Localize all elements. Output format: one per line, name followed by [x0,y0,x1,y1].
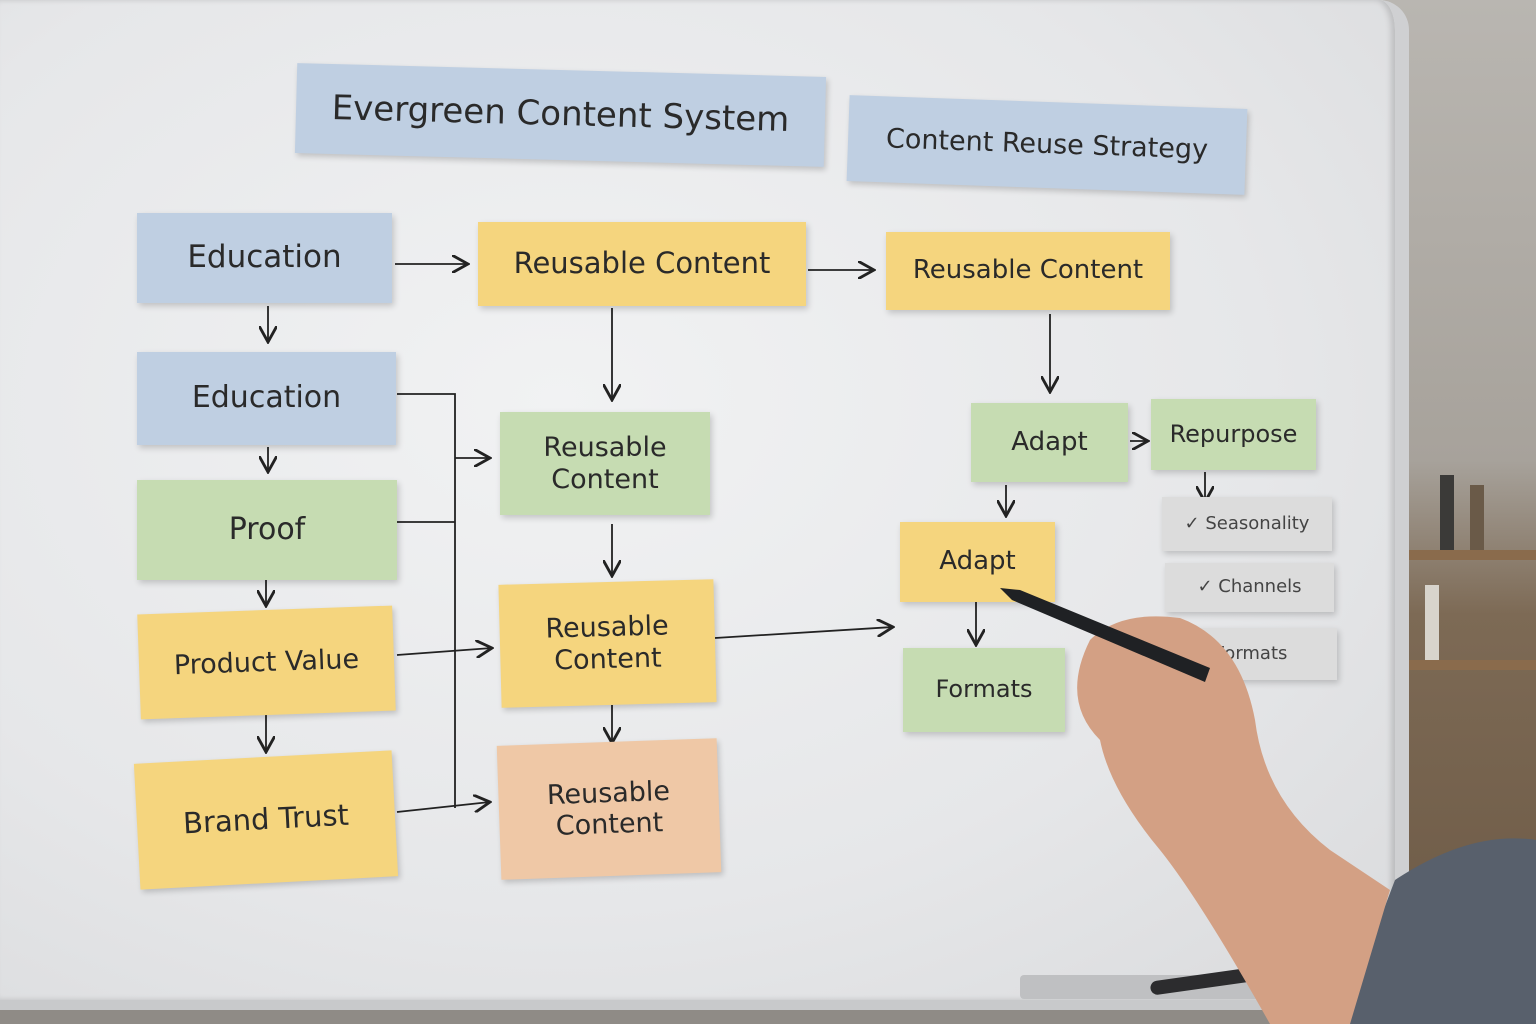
book [1470,485,1484,550]
pen [1000,588,1210,682]
note-education-top: Education [137,213,392,303]
checklist-label: Seasonality [1205,512,1310,534]
check-icon: ✓ [1197,576,1219,598]
note-formats-green: Formats [903,648,1065,732]
check-icon: ✓ [1184,512,1206,534]
checklist-item-seasonality: ✓ Seasonality [1162,497,1332,551]
checklist-label: Channels [1218,576,1302,598]
sleeve [1340,838,1536,1024]
note-reusable-green: Reusable Content [500,412,710,515]
book [1440,475,1454,550]
note-adapt-green: Adapt [971,403,1128,482]
note-repurpose: Repurpose [1151,399,1316,470]
shelf [1405,660,1536,670]
note-reusable-top-2: Reusable Content [886,232,1170,310]
shelf [1405,550,1536,560]
note-reusable-top-1: Reusable Content [478,222,806,306]
book [1425,585,1439,660]
note-proof: Proof [137,480,397,580]
note-adapt-yellow: Adapt [900,522,1055,602]
hand [1077,616,1390,1024]
note-education-2: Education [137,352,396,445]
checklist-label: Formats [1214,642,1288,664]
checklist-item-channels: ✓ Channels [1165,563,1334,612]
